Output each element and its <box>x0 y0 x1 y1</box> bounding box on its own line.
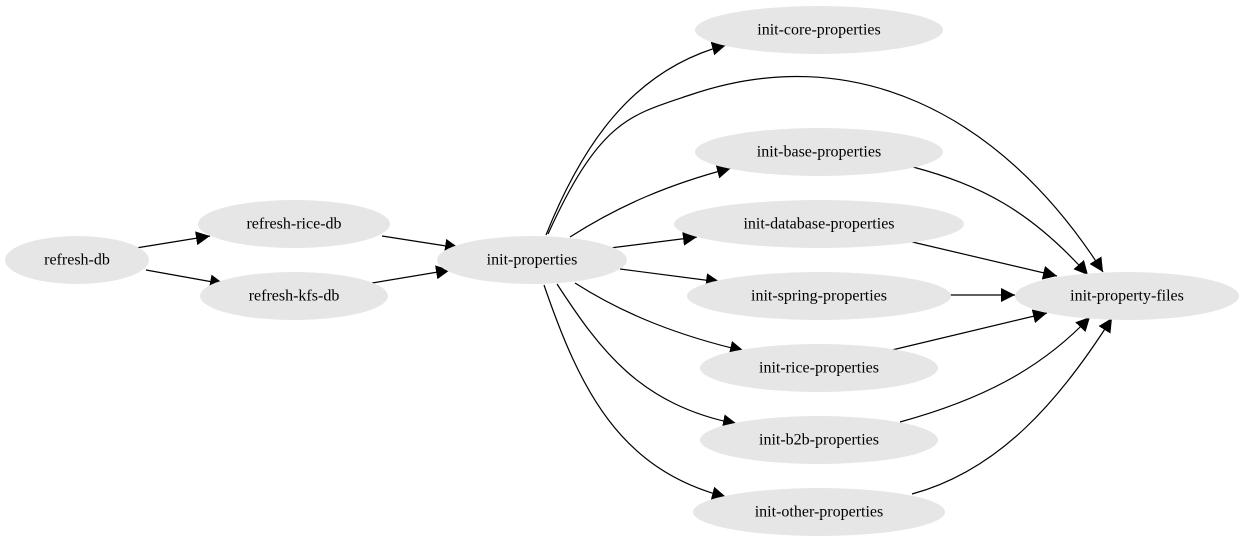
node-ellipse <box>5 236 149 284</box>
node-ellipse <box>687 272 951 320</box>
node-label: init-rice-properties <box>759 360 879 377</box>
edge-init-base-properties-to-init-property-files <box>912 166 1089 276</box>
node-init-database-properties: init-database-properties <box>674 200 964 248</box>
node-label: init-property-files <box>1070 288 1184 305</box>
node-label: init-other-properties <box>755 504 884 521</box>
node-init-base-properties: init-base-properties <box>695 128 943 176</box>
node-ellipse <box>695 6 943 54</box>
node-label: init-spring-properties <box>751 288 887 305</box>
node-label: refresh-rice-db <box>246 216 341 233</box>
edge-init-properties-to-init-base-properties <box>569 164 732 238</box>
node-ellipse <box>700 344 938 392</box>
edge-init-other-properties-to-init-property-files <box>911 317 1113 495</box>
node-ellipse <box>674 200 964 248</box>
edge-init-database-properties-to-init-property-files <box>907 240 1058 280</box>
node-ellipse <box>1015 272 1239 320</box>
edge-refresh-db-to-refresh-rice-db <box>135 231 211 249</box>
node-init-properties: init-properties <box>437 236 627 284</box>
edge-refresh-db-to-refresh-kfs-db <box>145 269 225 289</box>
edge-init-properties-to-init-b2b-properties <box>556 283 738 429</box>
node-ellipse <box>700 416 938 464</box>
edge-init-rice-properties-to-init-property-files <box>891 309 1048 351</box>
edge-refresh-rice-db-to-init-properties <box>381 235 460 253</box>
node-refresh-kfs-db: refresh-kfs-db <box>200 272 388 320</box>
nodes: refresh-db refresh-rice-db refresh-kfs-d… <box>5 6 1239 536</box>
node-init-core-properties: init-core-properties <box>695 6 943 54</box>
edge-init-properties-to-init-database-properties <box>609 231 698 249</box>
node-label: init-core-properties <box>757 22 881 39</box>
node-label: refresh-db <box>44 252 110 269</box>
node-ellipse <box>693 488 945 536</box>
node-label: init-database-properties <box>743 216 894 233</box>
node-ellipse <box>200 272 388 320</box>
edge-refresh-kfs-db-to-init-properties <box>365 265 451 285</box>
node-init-rice-properties: init-rice-properties <box>700 344 938 392</box>
node-ellipse <box>198 200 390 248</box>
edge-init-b2b-properties-to-init-property-files <box>899 316 1091 423</box>
node-label: refresh-kfs-db <box>249 288 340 305</box>
node-ellipse <box>695 128 943 176</box>
node-refresh-rice-db: refresh-rice-db <box>198 200 390 248</box>
node-refresh-db: refresh-db <box>5 236 149 284</box>
node-label: init-b2b-properties <box>759 432 879 449</box>
node-init-property-files: init-property-files <box>1015 272 1239 320</box>
edge-init-properties-to-init-other-properties <box>543 284 727 501</box>
edge-init-properties-to-init-spring-properties <box>619 268 721 288</box>
edges <box>135 41 1113 501</box>
edge-init-properties-to-init-rice-properties <box>574 282 745 355</box>
node-label: init-properties <box>487 252 578 269</box>
node-ellipse <box>437 236 627 284</box>
edge-init-properties-to-init-core-properties <box>545 41 727 236</box>
node-init-b2b-properties: init-b2b-properties <box>700 416 938 464</box>
node-label: init-base-properties <box>757 144 881 161</box>
edge-init-properties-to-init-property-files <box>547 75 1104 273</box>
node-init-other-properties: init-other-properties <box>693 488 945 536</box>
node-init-spring-properties: init-spring-properties <box>687 272 951 320</box>
